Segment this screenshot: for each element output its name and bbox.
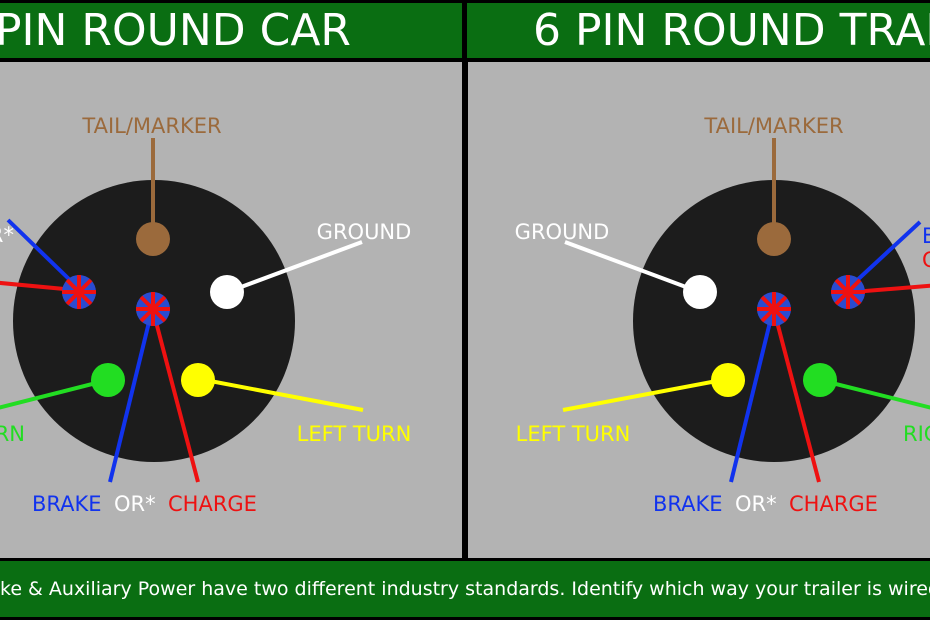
trailer-tail-label: TAIL/MARKER [703,114,843,138]
trailer-brake-label: BRAKE [653,492,723,516]
trailer-right-turn-pin [803,363,837,397]
footer-note-banner: *Brake & Auxiliary Power have two differ… [0,561,930,617]
trailer-right-turn-wire [827,380,930,410]
car-aux-label: OR* [0,223,14,247]
trailer-aux-brake-label: BRAKE OR* [922,224,930,248]
trailer-left-turn-label: LEFT TURN [516,422,631,446]
trailer-charge-wire [774,317,821,483]
car-left-turn-pin [181,363,215,397]
trailer-aux-pin [831,275,865,309]
car-aux-pin [62,275,96,309]
trailer-or-label: OR* [735,492,777,516]
trailer-aux-red-wire [852,283,930,294]
car-ground-pin [210,275,244,309]
trailer-tail-pin [757,222,791,256]
trailer-brake-charge-pin [757,292,791,326]
car-ground-label: GROUND [317,220,412,244]
left-title: 6 PIN ROUND CAR [0,5,351,56]
car-or-label: OR* [114,492,156,516]
car-tail-label: TAIL/MARKER [81,114,221,138]
trailer-connector: TAIL/MARKER GROUND LEFT TURN RIGHT TURN … [515,114,930,516]
car-brake-charge-pin [136,292,170,326]
car-brake-label: BRAKE [32,492,102,516]
trailer-aux-charge-label: CHARGE OR* [922,248,930,272]
car-brake-wire [108,317,152,483]
car-left-turn-wire [204,378,364,412]
trailer-ground-pin [683,275,717,309]
car-aux-blue-wire [6,218,74,284]
car-ground-wire [232,240,363,292]
car-aux-red-wire [0,280,76,292]
right-title: 6 PIN ROUND TRAILER [533,5,930,56]
trailer-aux-blue-wire [851,220,922,286]
footer-note: *Brake & Auxiliary Power have two differ… [0,578,930,600]
car-charge-wire [153,317,200,483]
car-connector: TAIL/MARKER GROUND LEFT TURN RIGHT TURN … [0,114,411,516]
trailer-charge-label: CHARGE [789,492,878,516]
car-charge-label: CHARGE [168,492,257,516]
car-right-turn-wire [0,380,101,410]
trailer-left-turn-pin [711,363,745,397]
trailer-left-turn-wire [562,378,723,412]
trailer-right-turn-label: RIGHT TURN [903,422,930,446]
car-tail-pin [136,222,170,256]
car-right-turn-pin [91,363,125,397]
left-title-banner: 6 PIN ROUND CAR [0,3,462,58]
trailer-brake-wire [729,317,773,483]
car-right-turn-label: RIGHT TURN [0,422,25,446]
right-title-banner: 6 PIN ROUND TRAILER [467,3,930,58]
car-left-turn-label: LEFT TURN [297,422,412,446]
trailer-ground-label: GROUND [515,220,610,244]
trailer-ground-wire [564,240,695,292]
